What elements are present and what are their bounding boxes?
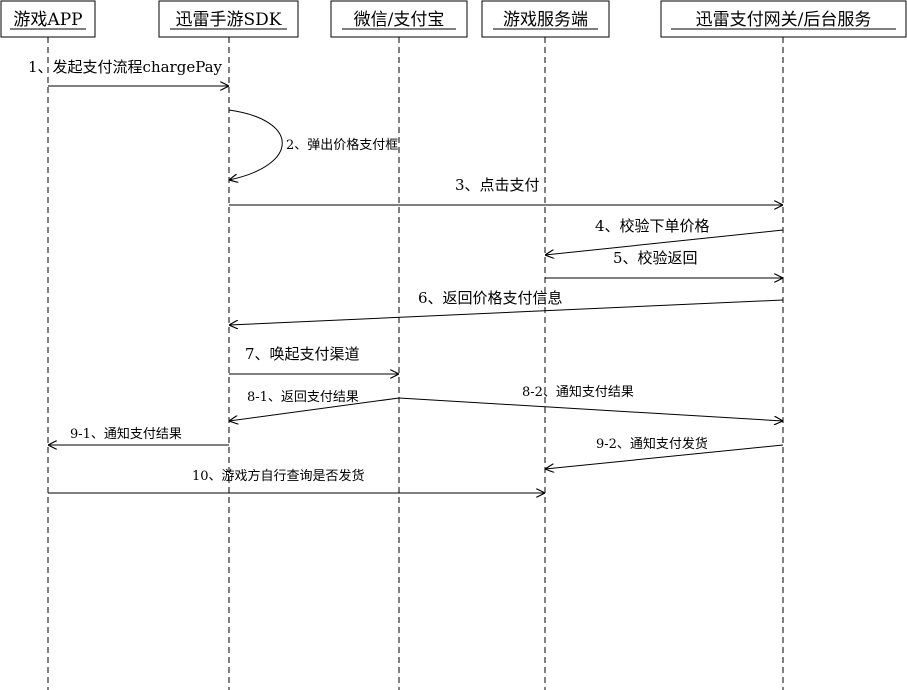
actor-sdk-label: 迅雷手游SDK	[176, 10, 282, 30]
lifelines	[47, 37, 784, 690]
arrow-8-2	[398, 397, 783, 421]
message-8-2-label: 8-2、通知支付结果	[522, 384, 634, 400]
arrow-4	[545, 229, 784, 255]
arrow-2-self	[229, 109, 283, 180]
actor-gateway: 迅雷支付网关/后台服务	[660, 0, 907, 38]
message-5-label: 5、校验返回	[613, 249, 698, 267]
message-10-label: 10、游戏方自行查询是否发货	[192, 468, 365, 484]
message-8-1-label: 8-1、返回支付结果	[247, 390, 359, 405]
actor-pay: 微信/支付宝	[330, 0, 468, 38]
actor-gateway-label: 迅雷支付网关/后台服务	[696, 10, 872, 30]
arrow-6	[229, 299, 784, 325]
actor-app-label: 游戏APP	[13, 10, 82, 30]
message-4-label: 4、校验下单价格	[595, 217, 710, 235]
message-7-label: 7、唤起支付渠道	[245, 345, 360, 363]
actor-sdk: 迅雷手游SDK	[158, 0, 299, 38]
arrow-8-1	[229, 397, 400, 421]
message-1-label: 1、发起支付流程chargePay	[28, 58, 223, 76]
message-2-label: 2、弹出价格支付框	[286, 137, 398, 153]
message-9-1-label: 9-1、通知支付结果	[70, 426, 182, 442]
message-6-label: 6、返回价格支付信息	[418, 289, 563, 307]
arrow-9-2	[545, 444, 784, 469]
actor-server-label: 游戏服务端	[503, 10, 588, 30]
actor-server: 游戏服务端	[481, 0, 610, 38]
actor-pay-label: 微信/支付宝	[354, 10, 445, 30]
actor-app: 游戏APP	[0, 0, 96, 38]
message-3-label: 3、点击支付	[455, 176, 540, 194]
message-9-2-label: 9-2、通知支付发货	[596, 436, 708, 452]
